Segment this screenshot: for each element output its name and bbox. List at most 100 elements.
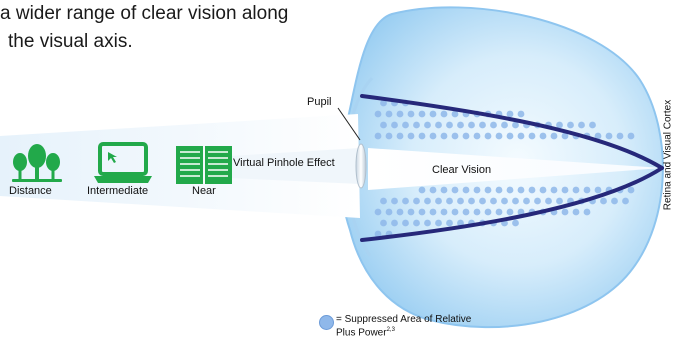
suppressed-dot xyxy=(446,197,453,205)
suppressed-dot xyxy=(418,110,426,118)
suppressed-dot xyxy=(589,121,596,129)
virtual-pinhole-label: Virtual Pinhole Effect xyxy=(233,157,335,169)
suppressed-dot xyxy=(429,110,437,118)
suppressed-dot xyxy=(374,208,382,216)
suppressed-dot xyxy=(424,219,431,227)
suppressed-dot xyxy=(490,121,497,129)
suppressed-dot xyxy=(380,121,387,129)
suppressed-dot xyxy=(429,208,437,216)
suppressed-dot xyxy=(380,197,387,205)
suppressed-dot xyxy=(402,197,409,205)
suppressed-dot xyxy=(594,186,602,194)
suppressed-dot xyxy=(451,110,459,118)
suppressed-dot xyxy=(550,186,558,194)
suppressed-dot xyxy=(385,110,393,118)
suppressed-dot xyxy=(534,197,541,205)
suppressed-dot xyxy=(583,208,591,216)
clear-vision-label: Clear Vision xyxy=(432,164,492,176)
light-beam-core xyxy=(230,148,360,184)
suppressed-dot xyxy=(468,121,475,129)
suppressed-dot xyxy=(539,186,547,194)
suppressed-dot xyxy=(446,121,453,129)
suppressed-dot xyxy=(402,121,409,129)
suppressed-dot xyxy=(435,219,442,227)
suppressed-dot xyxy=(627,186,635,194)
suppressed-dot xyxy=(523,197,530,205)
pupil-label: Pupil xyxy=(307,96,332,108)
suppressed-dot xyxy=(506,208,514,216)
lower-focus-curve xyxy=(360,166,664,242)
suppressed-dot xyxy=(501,197,508,205)
suppressed-dot xyxy=(457,219,464,227)
suppressed-dot xyxy=(418,208,426,216)
suppressed-dot xyxy=(413,121,420,129)
suppressed-dot xyxy=(495,186,503,194)
suppressed-dot xyxy=(561,132,569,140)
suppressed-dot xyxy=(484,132,492,140)
suppressed-dot xyxy=(517,132,525,140)
suppressed-dot xyxy=(429,132,437,140)
intermediate-label: Intermediate xyxy=(87,185,149,197)
suppressed-dot xyxy=(429,186,437,194)
suppressed-dot xyxy=(413,219,420,227)
headline-line-1: a wider range of clear vision along xyxy=(0,3,289,24)
suppressed-dot xyxy=(451,208,459,216)
legend-dot-icon xyxy=(319,315,334,330)
suppressed-dot xyxy=(424,197,431,205)
suppressed-dot xyxy=(605,132,613,140)
suppressed-dot xyxy=(374,230,382,238)
suppressed-dot xyxy=(440,208,448,216)
suppressed-dot xyxy=(479,121,486,129)
suppressed-dot xyxy=(561,186,569,194)
suppressed-dot xyxy=(556,197,563,205)
suppressed-dot xyxy=(462,208,470,216)
suppressed-dot xyxy=(506,110,514,118)
suppressed-dot xyxy=(512,197,519,205)
legend-superscript: 2,3 xyxy=(386,327,395,333)
suppressed-dot xyxy=(583,186,591,194)
suppressed-dot xyxy=(473,186,481,194)
pupil-pointer xyxy=(337,107,361,141)
suppressed-dot xyxy=(424,121,431,129)
suppressed-dot xyxy=(539,132,547,140)
suppressed-dot xyxy=(451,132,459,140)
suppressed-dot xyxy=(528,132,536,140)
suppressed-dot xyxy=(627,132,635,140)
suppressed-dot xyxy=(396,208,404,216)
headline-line-2: the visual axis. xyxy=(8,31,133,52)
suppressed-dot xyxy=(495,132,503,140)
suppressed-dot xyxy=(374,132,382,140)
suppressed-dot xyxy=(567,121,574,129)
distance-label: Distance xyxy=(9,185,52,197)
suppressed-dot xyxy=(600,197,607,205)
suppressed-dot xyxy=(407,110,415,118)
pupil-lens xyxy=(355,143,367,189)
suppressed-dot xyxy=(457,197,464,205)
suppressed-dot xyxy=(413,197,420,205)
suppressed-dot xyxy=(611,197,618,205)
suppressed-dot xyxy=(473,208,481,216)
near-label: Near xyxy=(192,185,216,197)
suppressed-dot xyxy=(517,186,525,194)
suppressed-dot xyxy=(572,186,580,194)
suppressed-dot xyxy=(578,121,585,129)
suppressed-dot xyxy=(440,132,448,140)
suppressed-dot xyxy=(451,186,459,194)
suppressed-dot xyxy=(380,219,387,227)
suppressed-dot xyxy=(517,208,525,216)
suppressed-dot xyxy=(490,197,497,205)
book-icon xyxy=(176,146,232,184)
suppressed-dot xyxy=(380,99,387,107)
legend-text: = Suppressed Area of Relative Plus Power xyxy=(336,314,472,339)
suppressed-dot xyxy=(545,197,552,205)
suppressed-dot xyxy=(418,132,426,140)
suppressed-dot xyxy=(594,132,602,140)
suppressed-dot xyxy=(572,208,580,216)
suppressed-dot xyxy=(407,208,415,216)
suppressed-dot xyxy=(462,132,470,140)
suppressed-dot xyxy=(396,110,404,118)
suppressed-dot xyxy=(396,132,404,140)
suppressed-dot xyxy=(561,208,569,216)
suppressed-dot xyxy=(512,219,519,227)
